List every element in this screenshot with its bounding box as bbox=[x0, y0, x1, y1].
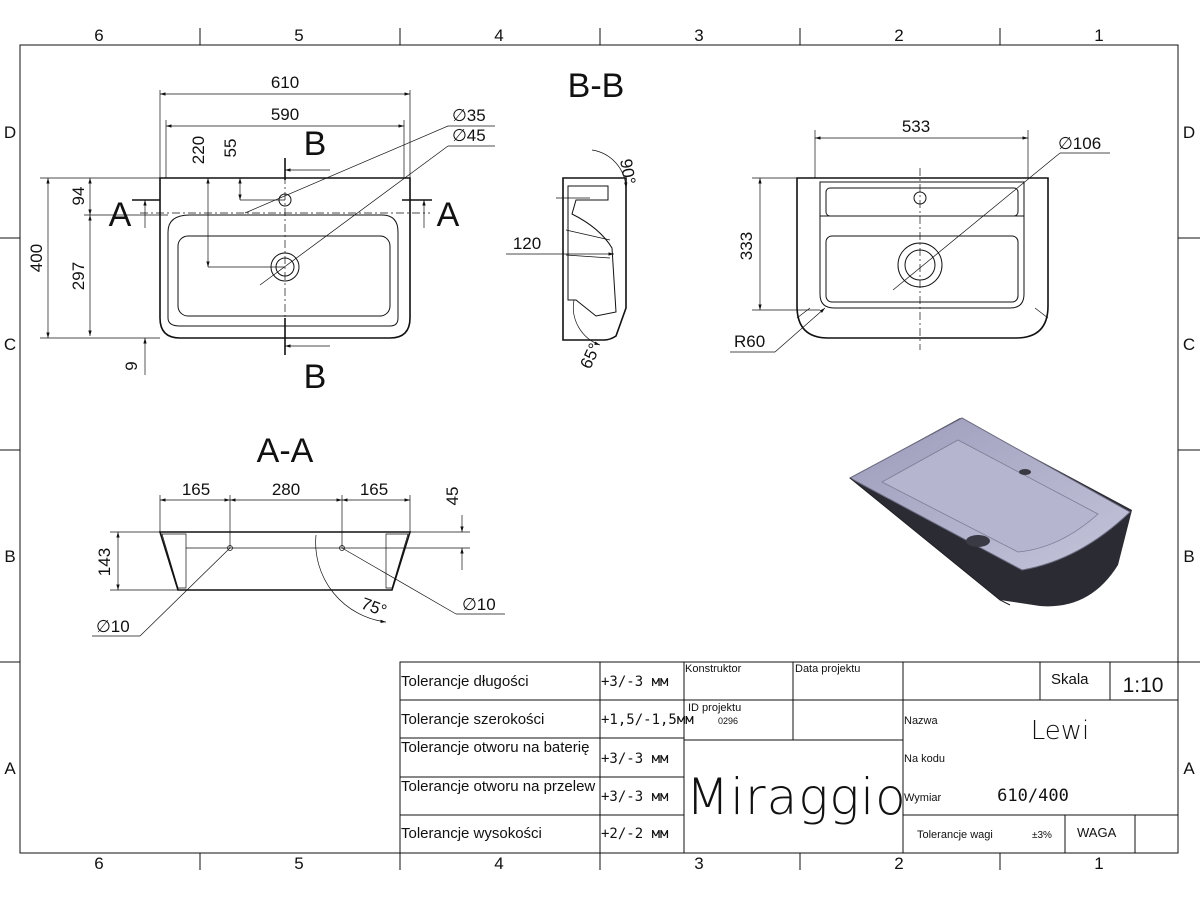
dim-r60: R60 bbox=[734, 332, 765, 351]
tol-wagi-label: Tolerancje wagi bbox=[917, 829, 993, 841]
dim-d10-left: ∅10 bbox=[96, 617, 130, 636]
top-view-rim bbox=[167, 214, 399, 327]
skala-value: 1:10 bbox=[1123, 674, 1164, 697]
id-projektu-value: 0296 bbox=[718, 716, 738, 726]
skala-label: Skala bbox=[1051, 671, 1089, 688]
dim-angle-65: 65° bbox=[576, 340, 604, 371]
tol-value-width: +1,5/-1,5мм bbox=[601, 712, 694, 728]
dim-d45: ∅45 bbox=[452, 126, 486, 145]
section-bb-outline bbox=[562, 177, 627, 341]
dim-120: 120 bbox=[513, 234, 541, 253]
grid-row-right-B: B bbox=[1183, 547, 1194, 566]
dim-165-right: 165 bbox=[360, 480, 388, 499]
grid-labels: 6 5 4 3 2 1 6 5 4 3 2 1 D C B A D C B A bbox=[4, 26, 1195, 873]
dim-angle-90: 90° bbox=[616, 157, 639, 186]
tol-value-faucet-hole: +3/-3 мм bbox=[601, 751, 669, 767]
grid-row-left-D: D bbox=[4, 123, 16, 142]
section-mark-b-top: B bbox=[304, 125, 327, 163]
tol-value-length: +3/-3 мм bbox=[601, 674, 669, 690]
wymiar-value: 610/400 bbox=[997, 786, 1069, 806]
tol-value-height: +2/-2 мм bbox=[601, 826, 669, 842]
brand-logo: Miraggio bbox=[686, 768, 907, 826]
nazwa-label: Nazwa bbox=[904, 715, 939, 727]
section-mark-b-bottom: B bbox=[304, 358, 327, 396]
section-bb: B-B 90° 120 65° bbox=[506, 67, 639, 372]
section-mark-a-right: A bbox=[437, 196, 460, 234]
id-projektu-label: ID projektu bbox=[688, 702, 741, 714]
grid-row-right-C: C bbox=[1183, 335, 1195, 354]
dim-55: 55 bbox=[221, 139, 240, 158]
tol-value-overflow: +3/-3 мм bbox=[601, 789, 669, 805]
side-view-outline bbox=[796, 177, 1049, 339]
basin-3d-render bbox=[848, 417, 1132, 607]
grid-row-left-C: C bbox=[4, 335, 16, 354]
tol-label-length: Tolerancje długości bbox=[401, 673, 529, 690]
top-view-outline bbox=[159, 177, 411, 339]
grid-col-top-1: 1 bbox=[1094, 26, 1103, 45]
title-block: Tolerancje długości +3/-3 мм Tolerancje … bbox=[399, 661, 1179, 854]
dim-333: 333 bbox=[737, 232, 756, 260]
grid-col-top-6: 6 bbox=[94, 26, 103, 45]
dim-610: 610 bbox=[271, 73, 299, 92]
grid-row-left-A: A bbox=[4, 759, 16, 778]
section-bb-hatch bbox=[567, 185, 617, 317]
section-mark-a-left: A bbox=[109, 196, 132, 234]
dim-angle-75: 75° bbox=[359, 594, 390, 621]
grid-col-bottom-6: 6 bbox=[94, 854, 103, 873]
nazwa-value: Lewi bbox=[1031, 716, 1090, 746]
grid-col-top-3: 3 bbox=[694, 26, 703, 45]
data-projektu-label: Data projektu bbox=[795, 663, 860, 675]
dim-280: 280 bbox=[272, 480, 300, 499]
dim-d35: ∅35 bbox=[452, 106, 486, 125]
na-kodu-label: Na kodu bbox=[904, 753, 945, 765]
grid-col-bottom-5: 5 bbox=[294, 854, 303, 873]
waga-label: WAGA bbox=[1077, 825, 1117, 840]
dim-590: 590 bbox=[271, 105, 299, 124]
dim-297: 297 bbox=[69, 262, 88, 290]
section-aa-title: A-A bbox=[257, 432, 314, 470]
top-view-bowl bbox=[177, 235, 391, 317]
dim-220: 220 bbox=[189, 136, 208, 164]
grid-col-top-2: 2 bbox=[894, 26, 903, 45]
dim-400: 400 bbox=[27, 244, 46, 272]
tol-label-overflow: Tolerancje otworu na przelew bbox=[401, 778, 596, 795]
dim-9: 9 bbox=[122, 361, 141, 370]
tol-label-faucet-hole: Tolerancje otworu na baterię bbox=[401, 739, 590, 756]
section-aa: A-A 165 280 165 45 143 ∅10 bbox=[92, 432, 505, 637]
section-bb-title: B-B bbox=[568, 67, 625, 105]
dim-94: 94 bbox=[69, 187, 88, 206]
grid-col-top-5: 5 bbox=[294, 26, 303, 45]
grid-row-right-A: A bbox=[1183, 759, 1195, 778]
grid-col-bottom-3: 3 bbox=[694, 854, 703, 873]
section-aa-outline bbox=[158, 531, 412, 591]
dim-45: 45 bbox=[443, 487, 462, 506]
dim-165-left: 165 bbox=[182, 480, 210, 499]
dim-d106: ∅106 bbox=[1058, 134, 1101, 153]
side-view-inner bbox=[819, 181, 1025, 309]
side-view: 533 ∅106 333 R60 bbox=[730, 117, 1110, 353]
grid-col-bottom-4: 4 bbox=[494, 854, 503, 873]
tol-wagi-value: ±3% bbox=[1032, 830, 1052, 841]
dim-d10-right: ∅10 bbox=[462, 595, 496, 614]
grid-row-left-B: B bbox=[4, 547, 15, 566]
dim-533: 533 bbox=[902, 117, 930, 136]
top-view: 610 590 220 55 ∅35 ∅45 400 94 297 bbox=[27, 73, 495, 396]
tol-label-height: Tolerancje wysokości bbox=[401, 825, 542, 842]
wymiar-label: Wymiar bbox=[904, 792, 942, 804]
grid-col-bottom-1: 1 bbox=[1094, 854, 1103, 873]
konstruktor-label: Konstruktor bbox=[685, 663, 742, 675]
tol-label-width: Tolerancje szerokości bbox=[401, 711, 544, 728]
grid-col-bottom-2: 2 bbox=[894, 854, 903, 873]
dim-143: 143 bbox=[95, 548, 114, 576]
grid-col-top-4: 4 bbox=[494, 26, 503, 45]
grid-row-right-D: D bbox=[1183, 123, 1195, 142]
